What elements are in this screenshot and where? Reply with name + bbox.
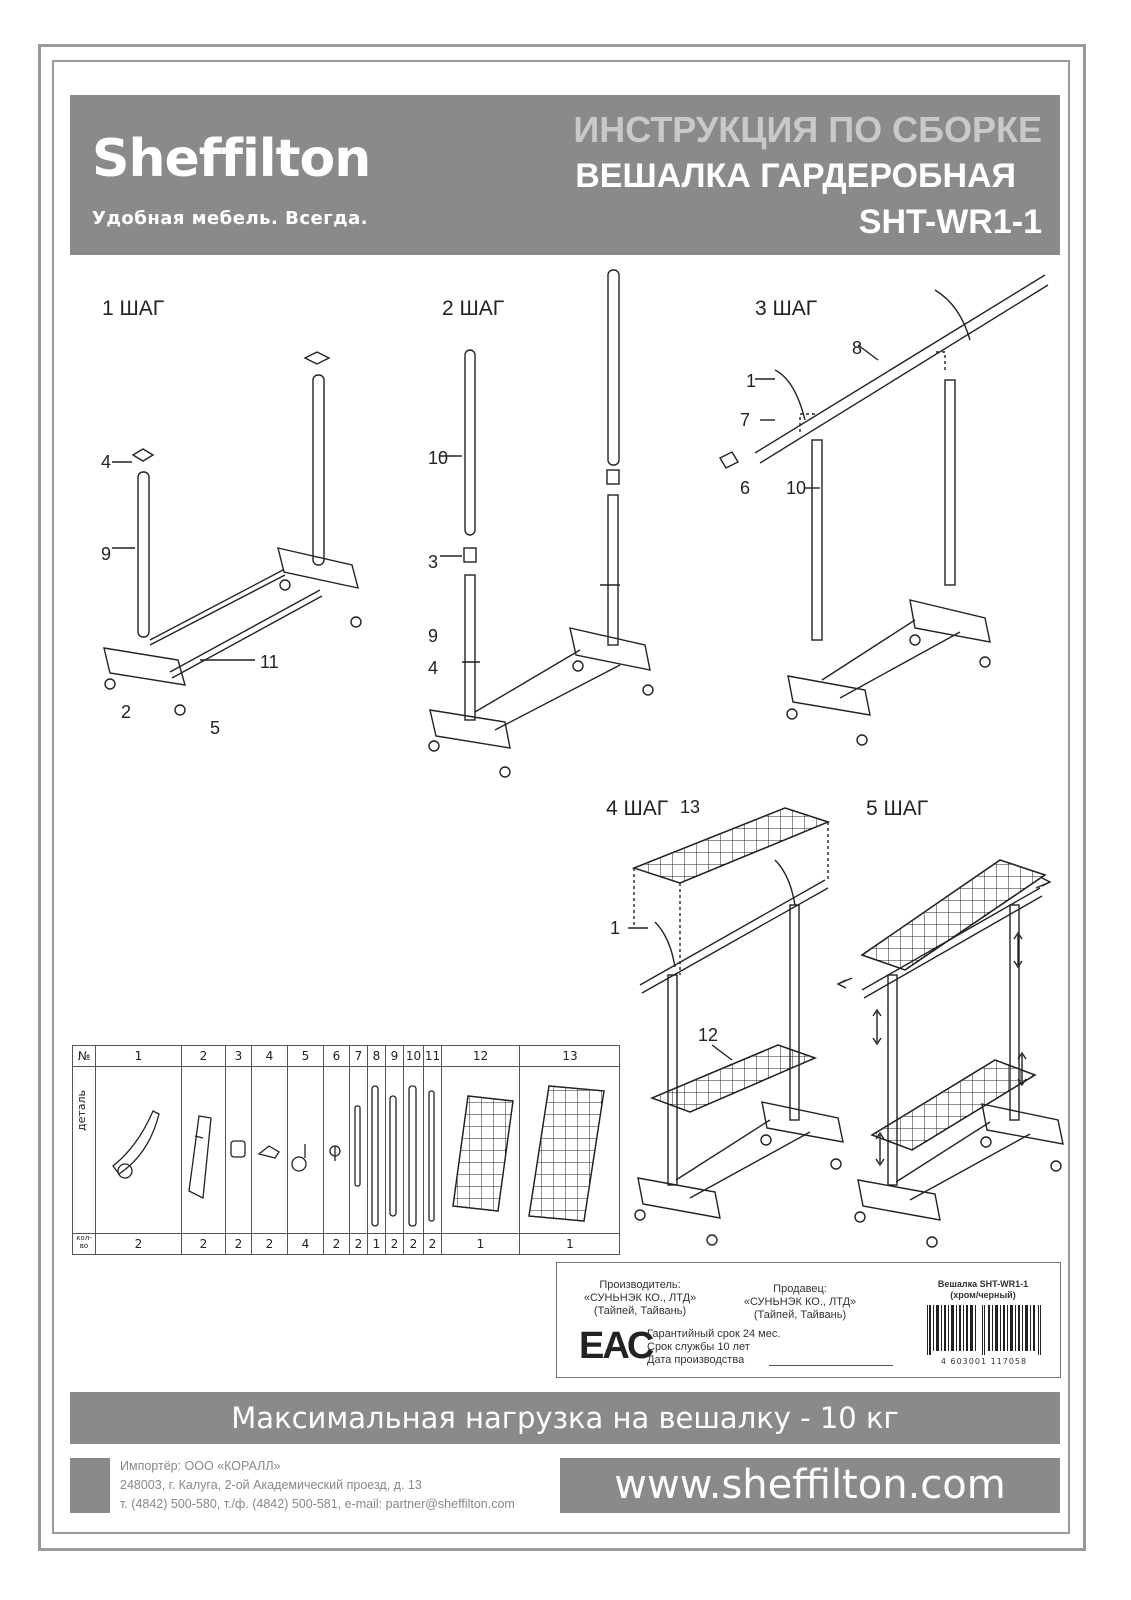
part-quantity: 2	[181, 1234, 225, 1254]
document-title: ИНСТРУКЦИЯ ПО СБОРКЕ	[573, 109, 1042, 150]
callout-s2-10: 10	[428, 448, 449, 468]
step-5-label: 5 ШАГ	[866, 797, 929, 820]
brand-slogan: Удобная мебель. Всегда.	[92, 208, 369, 229]
parts-quantity-row: кол-во 2 2 2 2 4 2 2 1 2 2 2 1 1	[73, 1233, 619, 1254]
importer-address: 248003, г. Калуга, 2-ой Академический пр…	[120, 1478, 422, 1492]
part-number: 9	[385, 1046, 403, 1066]
warranty-text: Гарантийный срок 24 мес.	[647, 1328, 781, 1340]
parts-number-row: № 1 2 3 4 5 6 7 8 9 10 11 12 13	[73, 1046, 619, 1067]
parts-table: № 1 2 3 4 5 6 7 8 9 10 11 12 13 деталь	[72, 1045, 620, 1255]
callout-s3-1: 1	[746, 371, 757, 391]
step-1-label: 1 ШАГ	[102, 297, 165, 320]
part-quantity: 2	[403, 1234, 423, 1254]
callout-s3-7: 7	[740, 410, 751, 430]
callout-s3-6: 6	[740, 478, 751, 498]
part-quantity: 1	[519, 1234, 620, 1254]
part-quantity: 2	[385, 1234, 403, 1254]
barcode-icon	[927, 1305, 1041, 1355]
product-name: ВЕШАЛКА ГАРДЕРОБНАЯ	[575, 157, 1016, 195]
parts-illustrations	[112, 1085, 605, 1227]
callout-s1-9: 9	[101, 544, 112, 564]
step-2-drawing	[428, 269, 654, 778]
part-number: 13	[519, 1046, 620, 1066]
callout-s4-13: 13	[680, 797, 701, 817]
production-date-label: Дата производства	[647, 1354, 745, 1366]
part-number: 1	[95, 1046, 181, 1066]
barcode-variant: (хром/черный)	[950, 1290, 1016, 1300]
part-number: 2	[181, 1046, 225, 1066]
max-load-banner: Максимальная нагрузка на вешалку - 10 кг	[70, 1392, 1060, 1444]
part-quantity: 1	[367, 1234, 385, 1254]
product-model: SHT-WR1-1	[858, 203, 1042, 241]
importer-marker	[70, 1458, 110, 1513]
importer-contacts: т. (4842) 500-580, т./ф. (4842) 500-581,…	[120, 1497, 515, 1511]
manufacturer-label: Производитель:	[599, 1279, 681, 1291]
callout-s2-9: 9	[428, 626, 439, 646]
inner-frame	[52, 60, 1070, 1534]
step-4-label: 4 ШАГ	[606, 797, 669, 820]
part-quantity: 2	[95, 1234, 181, 1254]
part-number: 11	[423, 1046, 441, 1066]
product-info-box: Производитель: «СУНЬНЭК КО., ЛТД» (Тайпе…	[556, 1262, 1061, 1378]
callout-s4-12: 12	[698, 1025, 719, 1045]
part-number: 4	[251, 1046, 287, 1066]
callout-s1-4: 4	[101, 452, 112, 472]
part-quantity: 2	[423, 1234, 441, 1254]
step-4-drawing	[628, 807, 844, 1246]
barcode-number: 4 603001 117058	[940, 1357, 1028, 1366]
callout-s1-11: 11	[260, 652, 279, 672]
step-3-label: 3 ШАГ	[755, 297, 818, 320]
seller-name: «СУНЬНЭК КО., ЛТД»	[743, 1296, 857, 1308]
callout-s2-4: 4	[428, 658, 439, 678]
part-number: 5	[287, 1046, 323, 1066]
step-1-drawing	[103, 351, 362, 716]
production-date-line	[769, 1365, 893, 1366]
callout-s3-8: 8	[852, 338, 863, 358]
callout-s1-2: 2	[121, 702, 132, 722]
callout-s4-1: 1	[610, 918, 621, 938]
outer-frame	[38, 44, 1086, 1551]
seller-label: Продавец:	[773, 1283, 827, 1295]
part-number: 10	[403, 1046, 423, 1066]
callout-s1-5: 5	[210, 718, 221, 738]
part-number: 6	[323, 1046, 349, 1066]
part-quantity: 2	[251, 1234, 287, 1254]
callout-s2-3: 3	[428, 552, 439, 572]
eac-mark: ЕАС	[579, 1325, 654, 1367]
callout-s3-10: 10	[786, 478, 807, 498]
part-number: 8	[367, 1046, 385, 1066]
brand-logo: Sheffilton	[92, 129, 371, 189]
seller-location: (Тайпей, Тайвань)	[753, 1309, 847, 1321]
part-quantity: 2	[323, 1234, 349, 1254]
parts-qty-header: кол-во	[76, 1234, 92, 1250]
part-number: 12	[441, 1046, 519, 1066]
barcode-name: Вешалка SHT-WR1-1	[937, 1279, 1029, 1289]
manufacturer-location: (Тайпей, Тайвань)	[593, 1305, 687, 1317]
parts-no-header: №	[77, 1049, 91, 1063]
step-5-drawing	[836, 859, 1064, 1248]
part-quantity: 2	[225, 1234, 251, 1254]
importer-info: Импортёр: ООО «КОРАЛЛ» 248003, г. Калуга…	[120, 1457, 515, 1514]
part-number: 7	[349, 1046, 367, 1066]
part-number: 3	[225, 1046, 251, 1066]
part-quantity: 2	[349, 1234, 367, 1254]
website-link[interactable]: www.sheffilton.com	[560, 1458, 1060, 1513]
lifetime-text: Срок службы 10 лет	[647, 1341, 750, 1353]
part-quantity: 4	[287, 1234, 323, 1254]
manufacturer-name: «СУНЬНЭК КО., ЛТД»	[583, 1292, 697, 1304]
header-banner: Sheffilton Удобная мебель. Всегда. ИНСТР…	[70, 95, 1060, 255]
importer-name: Импортёр: ООО «КОРАЛЛ»	[120, 1459, 281, 1473]
part-quantity: 1	[441, 1234, 519, 1254]
barcode-product-name: Вешалка SHT-WR1-1 (хром/черный)	[923, 1279, 1043, 1301]
step-3-drawing	[719, 274, 1049, 746]
manufacturer-info: Производитель: «СУНЬНЭК КО., ЛТД» (Тайпе…	[565, 1279, 715, 1318]
seller-info: Продавец: «СУНЬНЭК КО., ЛТД» (Тайпей, Та…	[725, 1283, 875, 1322]
step-2-label: 2 ШАГ	[442, 297, 505, 320]
